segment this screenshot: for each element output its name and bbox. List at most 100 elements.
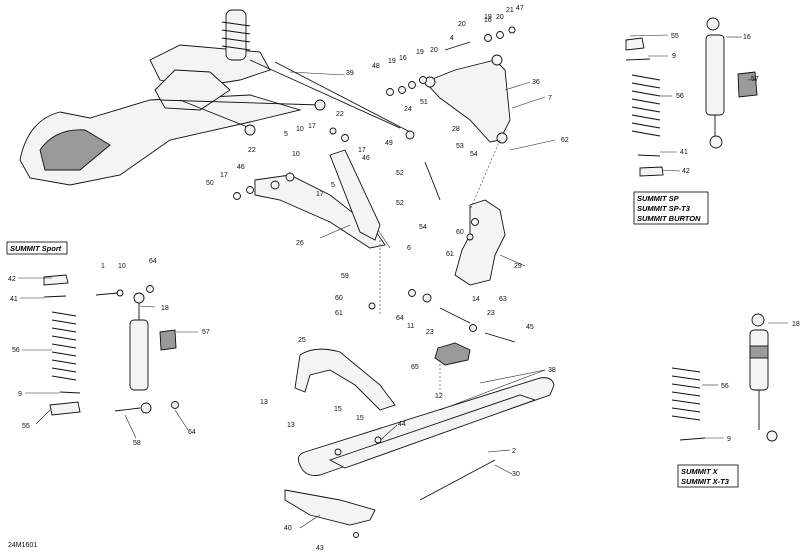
callout-54b: 54 [419,224,427,231]
callout-54: 54 [470,151,478,158]
callout-64b: 64 [188,429,196,436]
model-box-sport: SUMMIT Sport [6,241,68,255]
callout-2: 2 [512,448,516,455]
callout-9: 9 [18,391,22,398]
callout-16c: 16 [743,34,751,41]
callout-21: 21 [506,7,514,14]
callout-55: 55 [22,423,30,430]
callout-46: 46 [237,164,245,171]
spindle [454,199,506,286]
callout-55b: 55 [671,33,679,40]
callout-50: 50 [206,180,214,187]
drawing-code: 24M1601 [8,542,37,549]
svg-text:SUMMIT SP: SUMMIT SP [637,194,680,203]
callout-43: 43 [316,545,324,552]
callout-52: 52 [396,170,404,177]
callout-61b: 61 [446,251,454,258]
callout-44: 44 [398,421,406,428]
callout-15b: 15 [356,415,364,422]
callout-22b: 22 [248,147,256,154]
callout-36: 36 [532,79,540,86]
callout-26: 26 [296,240,304,247]
shock-sp [625,17,758,177]
callout-57b: 57 [751,76,759,83]
svg-text:SUMMIT BURTON: SUMMIT BURTON [637,214,701,223]
callout-24: 24 [404,106,412,113]
svg-text:SUMMIT Sport: SUMMIT Sport [10,244,62,253]
hardware [95,26,516,538]
svg-text:SUMMIT X-T3: SUMMIT X-T3 [681,477,730,486]
callout-64c: 64 [396,315,404,322]
callout-9b: 9 [672,53,676,60]
callout-56: 56 [12,347,20,354]
callout-10b: 10 [296,126,304,133]
callout-23b: 23 [487,310,495,317]
callout-20b: 20 [496,14,504,21]
upper-a-arm [424,54,511,144]
callout-56c: 56 [721,383,729,390]
callout-13: 13 [260,399,268,406]
callout-19b: 19 [388,58,396,65]
callout-30: 30 [512,471,520,478]
callout-28: 28 [452,126,460,133]
callout-57: 57 [202,329,210,336]
callout-9c: 9 [727,436,731,443]
callout-56b: 56 [676,93,684,100]
callout-65: 65 [411,364,419,371]
callout-14: 14 [472,296,480,303]
shock-sport [43,274,177,416]
callout-60b: 60 [456,229,464,236]
callout-39: 39 [346,70,354,77]
callout-16: 16 [484,17,492,24]
callout-10c: 10 [292,151,300,158]
callout-61: 61 [335,310,343,317]
callout-51: 51 [420,99,428,106]
callout-47: 47 [516,5,524,12]
callout-60: 60 [335,295,343,302]
callout-59: 59 [341,273,349,280]
callout-29: 29 [514,263,522,270]
callout-5: 5 [284,131,288,138]
model-box-sp: SUMMIT SP SUMMIT SP-T3 SUMMIT BURTON [633,191,709,225]
ski-assembly [284,342,555,526]
callout-40: 40 [284,525,292,532]
callout-45: 45 [526,324,534,331]
callout-38: 38 [548,367,556,374]
callout-41: 41 [10,296,18,303]
callout-46b: 46 [362,155,370,162]
callout-49: 49 [385,140,393,147]
callout-11: 11 [407,323,414,330]
callout-58: 58 [133,440,141,447]
svg-text:SUMMIT X: SUMMIT X [681,467,719,476]
callout-64: 64 [149,258,157,265]
callout-20: 20 [458,21,466,28]
callout-23: 23 [426,329,434,336]
callout-20c: 20 [430,47,438,54]
callout-12: 12 [435,393,443,400]
callout-13b: 13 [287,422,295,429]
callout-18: 18 [161,305,169,312]
callout-19c: 19 [416,49,424,56]
callout-63: 63 [499,296,507,303]
callout-5b: 5 [331,182,335,189]
callout-48: 48 [372,63,380,70]
callout-6: 6 [407,245,411,252]
callout-19: 19 [484,14,492,21]
leader-lines [18,34,788,529]
shock-x [671,313,778,442]
callout-53: 53 [456,143,464,150]
callout-16b: 16 [399,55,407,62]
callout-labels: 1 2 4 5 5 6 7 9 9 9 10 10 10 11 12 13 13… [8,5,800,552]
callout-52b: 52 [396,200,404,207]
callout-15: 15 [334,406,342,413]
frame-assembly [19,9,401,186]
callout-25: 25 [298,337,306,344]
callout-41b: 41 [680,149,688,156]
callout-22: 22 [336,111,344,118]
callout-17b: 17 [358,147,366,154]
callout-1: 1 [101,263,105,270]
tie-rod [274,61,411,133]
callout-17: 17 [308,123,316,130]
callout-7: 7 [548,95,552,102]
callout-17c: 17 [220,172,228,179]
